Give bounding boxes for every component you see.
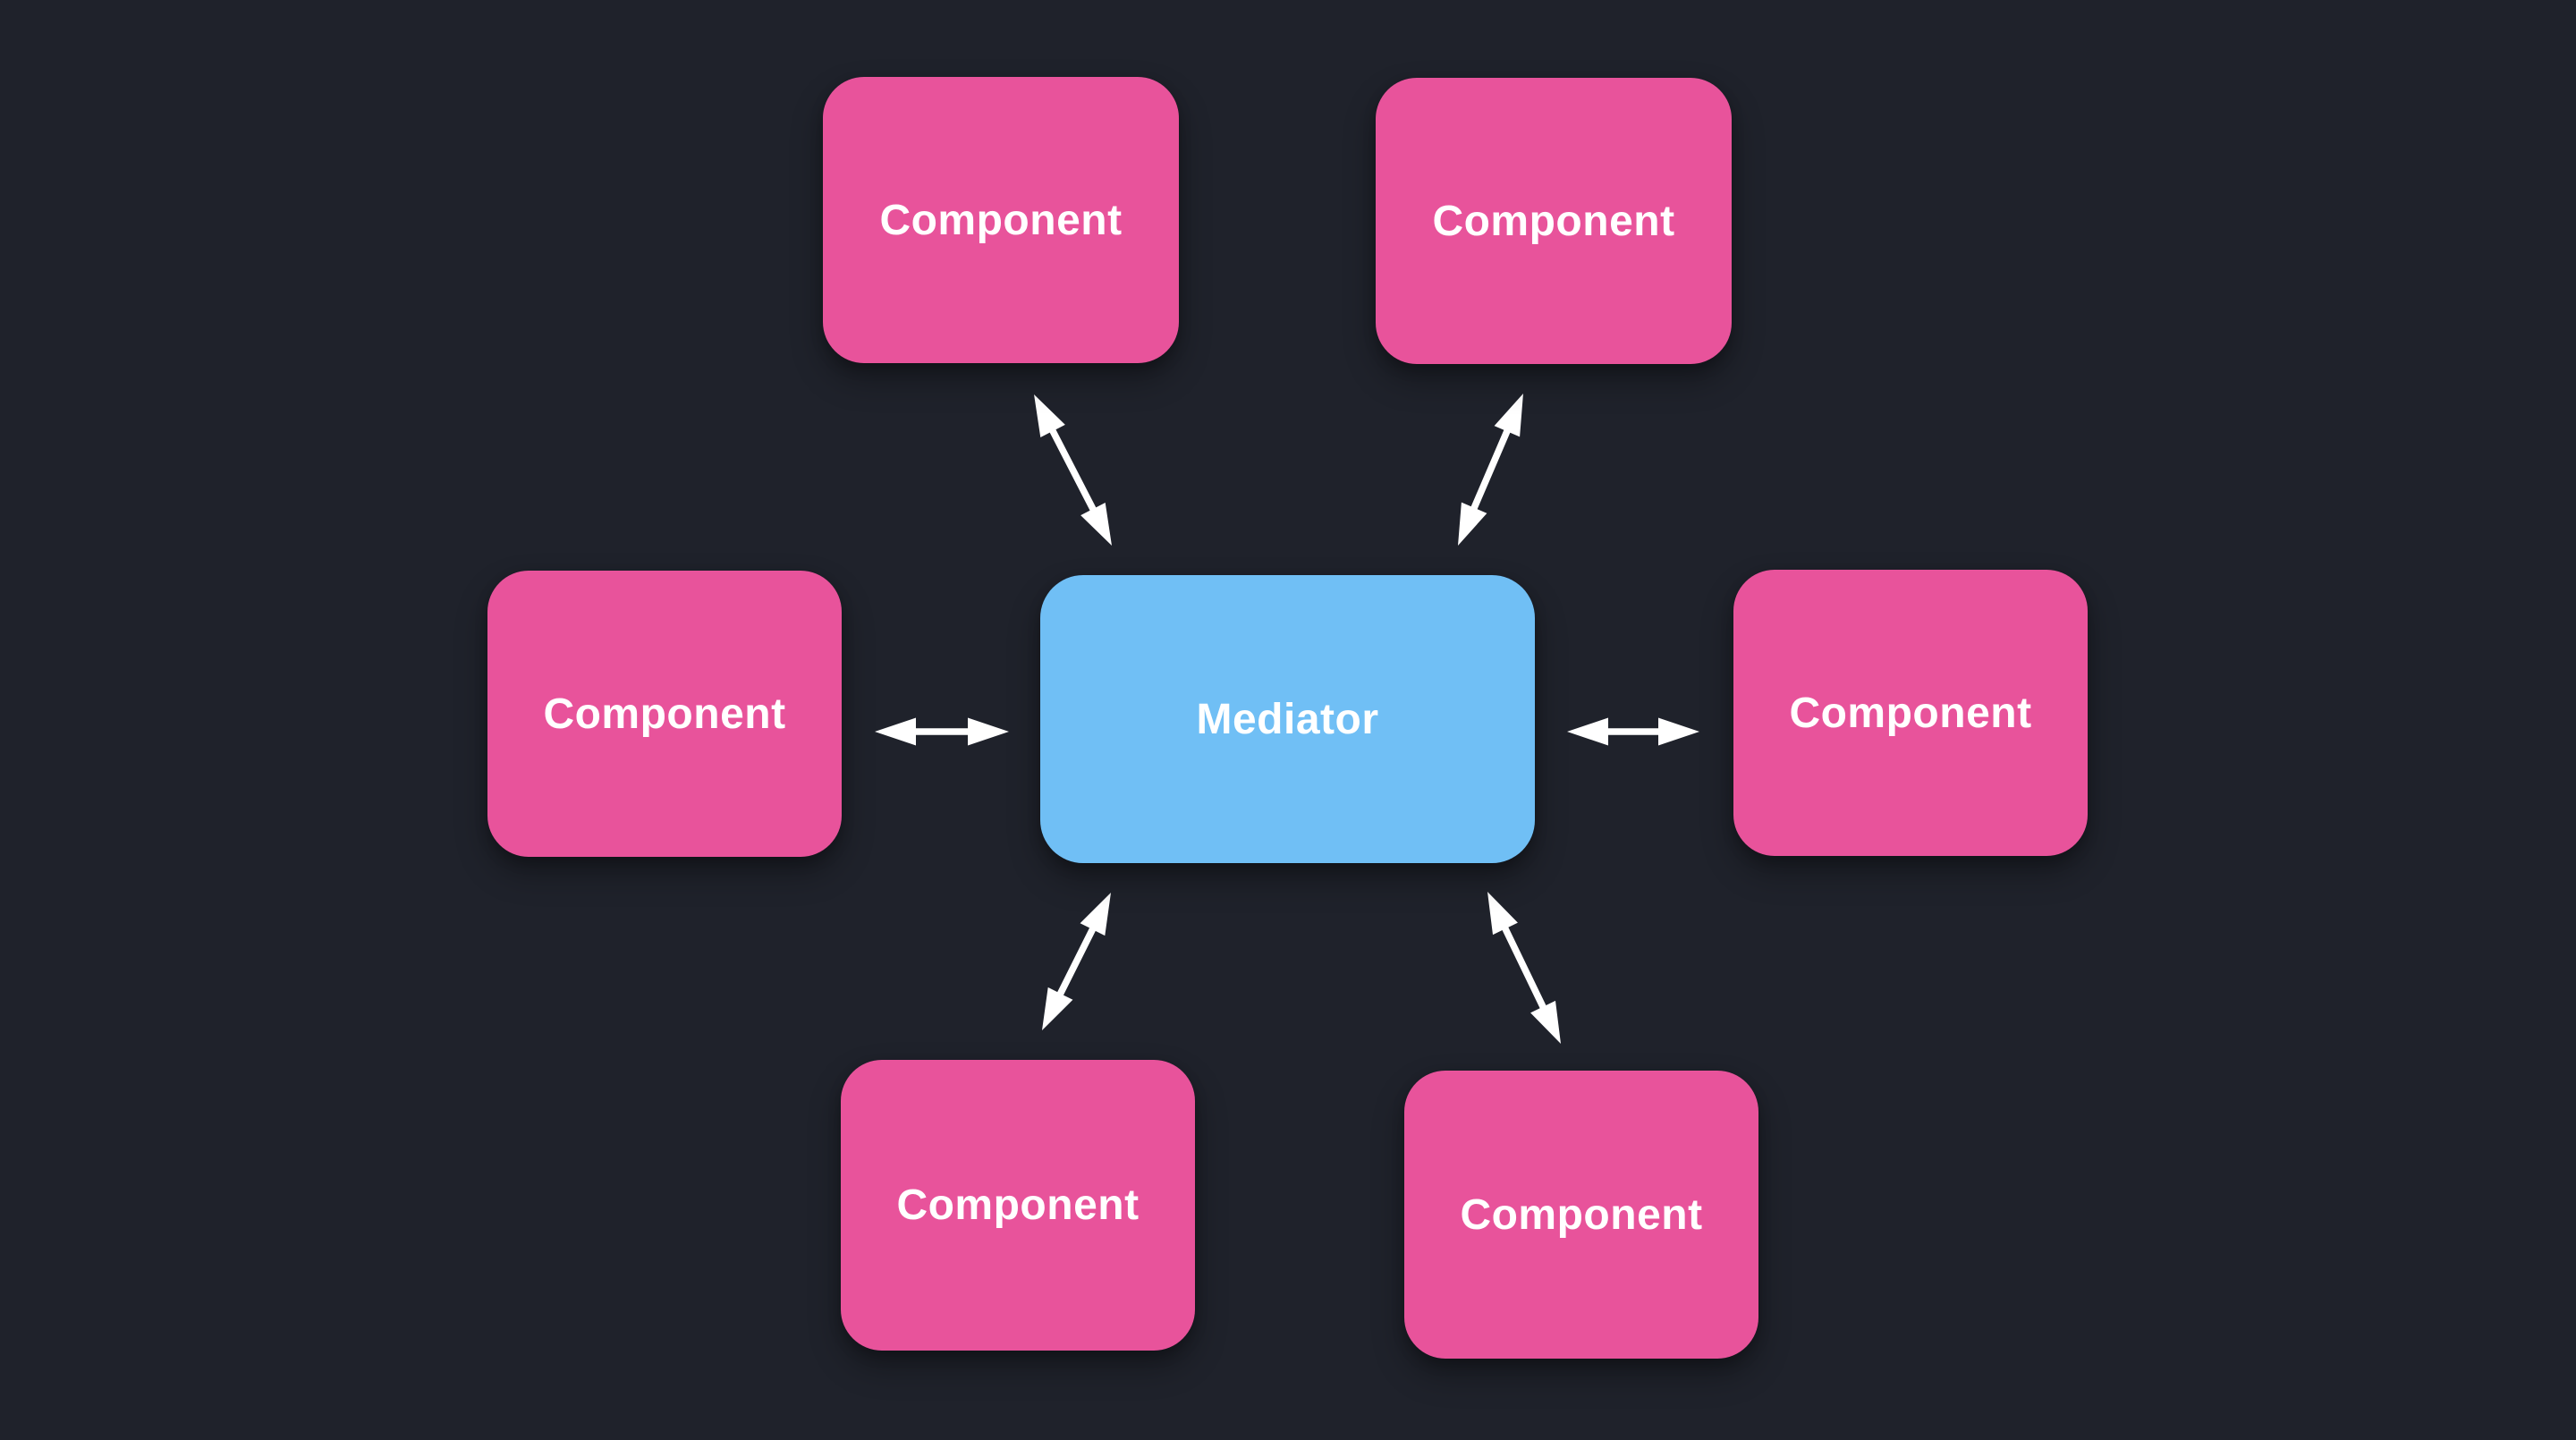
node-component-top-left: Component <box>823 77 1179 363</box>
node-label: Component <box>543 690 786 738</box>
bidirectional-arrow-component-top-right--mediator <box>1458 394 1523 546</box>
bidirectional-arrow-component-top-left--mediator <box>1034 394 1112 546</box>
node-label: Component <box>1789 689 2032 737</box>
node-label: Mediator <box>1196 695 1379 743</box>
node-component-top-right: Component <box>1376 78 1732 364</box>
node-component-bottom-right: Component <box>1404 1071 1758 1359</box>
node-label: Component <box>896 1182 1140 1229</box>
bidirectional-arrow-component-middle-left--mediator <box>875 717 1009 746</box>
node-component-middle-right: Component <box>1733 570 2088 856</box>
bidirectional-arrow-component-middle-right--mediator <box>1567 717 1699 746</box>
node-component-bottom-left: Component <box>841 1060 1195 1351</box>
bidirectional-arrow-component-bottom-right--mediator <box>1487 891 1562 1045</box>
node-mediator: Mediator <box>1040 575 1535 863</box>
node-label: Component <box>879 196 1123 244</box>
node-label: Component <box>1432 197 1675 245</box>
node-label: Component <box>1460 1190 1703 1239</box>
node-component-middle-left: Component <box>487 571 842 857</box>
bidirectional-arrow-component-bottom-left--mediator <box>1041 892 1112 1031</box>
